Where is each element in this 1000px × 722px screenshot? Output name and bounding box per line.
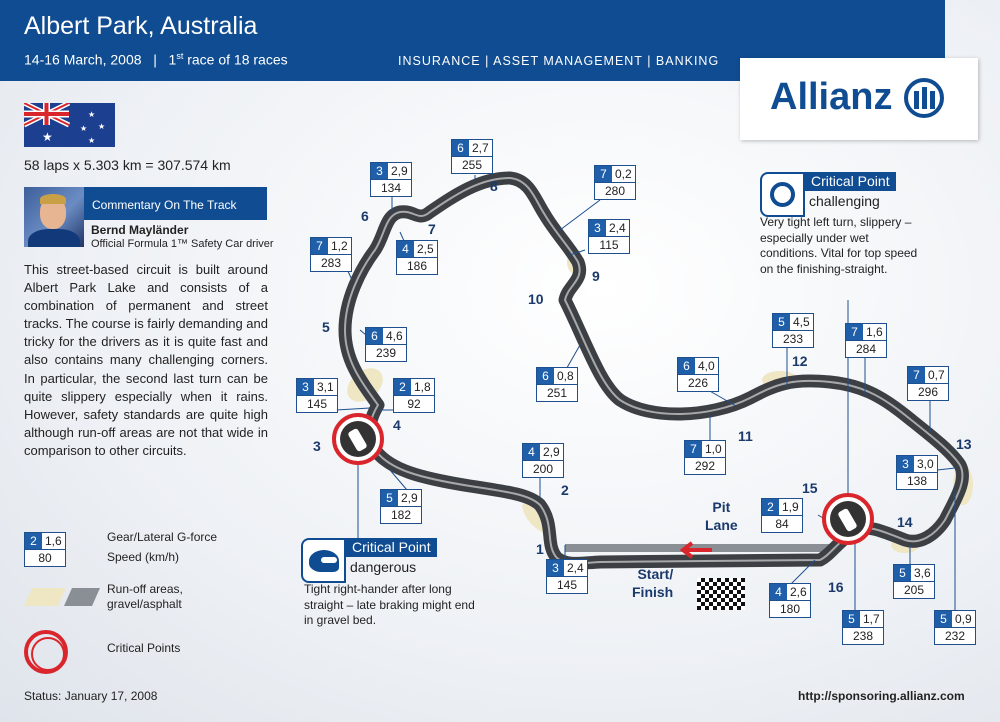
start-finish-label: Start/Finish	[632, 566, 674, 600]
turn-3-label: 3	[313, 438, 321, 454]
subtitle-separator: |	[153, 51, 157, 68]
svg-text:★: ★	[88, 136, 95, 145]
svg-text:★: ★	[98, 122, 105, 131]
tagline: INSURANCE | ASSET MANAGEMENT | BANKING	[398, 54, 720, 68]
critical-point-challenging-description: Very tight left turn, slippery – especia…	[760, 215, 918, 276]
checkered-flag-icon	[697, 578, 745, 610]
turn-14-label: 14	[897, 514, 913, 530]
turn-7-label: 7	[428, 221, 436, 237]
logo-wordmark: Allianz	[770, 76, 893, 118]
legend-runoff-label: Run-off areas,gravel/asphalt	[107, 582, 183, 611]
turn-15-label: 15	[802, 480, 818, 496]
svg-text:★: ★	[80, 124, 87, 133]
track-description: This street-based circuit is built aroun…	[24, 262, 268, 458]
race-ordinal: st	[176, 51, 184, 61]
allianz-logo: Allianz	[740, 58, 978, 140]
commentator-name: Bernd Mayländer	[91, 223, 189, 237]
turn-11-label: 11	[738, 428, 753, 444]
helmet-icon	[301, 538, 346, 583]
turn-9-label: 9	[592, 268, 600, 284]
allianz-eagle-icon	[904, 78, 944, 118]
svg-text:★: ★	[42, 130, 53, 144]
turn-16-label: 16	[828, 579, 844, 595]
australia-flag-icon: ★ ★ ★ ★ ★	[24, 103, 115, 147]
page-title: Albert Park, Australia	[24, 12, 258, 40]
critical-point-legend-icon	[24, 630, 68, 674]
critical-point-challenging-title: Critical Point	[805, 172, 896, 191]
laps-distance: 58 laps x 5.303 km = 307.574 km	[24, 157, 231, 173]
turn-12-label: 12	[792, 353, 808, 369]
turn-10-label: 10	[528, 291, 544, 307]
critical-point-turn-3-marker	[332, 413, 384, 465]
commentary-header: Commentary On The Track	[84, 187, 267, 220]
critical-point-dangerous-description: Tight right-hander after long straight –…	[304, 582, 475, 627]
turn-2-label: 2	[561, 482, 569, 498]
race-count: race of 18 races	[183, 51, 288, 68]
critical-point-dangerous-subtitle: dangerous	[350, 559, 417, 575]
turn-1-label: 1	[536, 541, 544, 557]
turn-5-label: 5	[322, 319, 330, 335]
runoff-swatch-icon	[24, 588, 100, 606]
turn-6-label: 6	[361, 208, 369, 224]
critical-point-challenging-subtitle: challenging	[809, 193, 880, 209]
status-date: Status: January 17, 2008	[24, 689, 158, 703]
event-subtitle: 14-16 March, 2008 | 1st race of 18 races	[24, 51, 288, 68]
event-date: 14-16 March, 2008	[24, 51, 142, 68]
sponsoring-link[interactable]: http://sponsoring.allianz.com	[798, 689, 965, 703]
turn-8-label: 8	[490, 178, 498, 194]
race-number: 1	[168, 51, 177, 68]
turn-4-label: 4	[393, 417, 401, 433]
commentator-role: Official Formula 1™ Safety Car driver	[91, 238, 274, 250]
legend-critical-label: Critical Points	[107, 641, 181, 655]
critical-point-turn-15-marker	[822, 493, 874, 545]
driver-photo	[24, 187, 84, 247]
critical-point-dangerous-title: Critical Point	[346, 538, 437, 557]
turn-13-label: 13	[956, 436, 972, 452]
svg-text:★: ★	[88, 110, 95, 119]
direction-arrow-icon	[679, 541, 712, 559]
steering-wheel-icon	[760, 172, 805, 217]
